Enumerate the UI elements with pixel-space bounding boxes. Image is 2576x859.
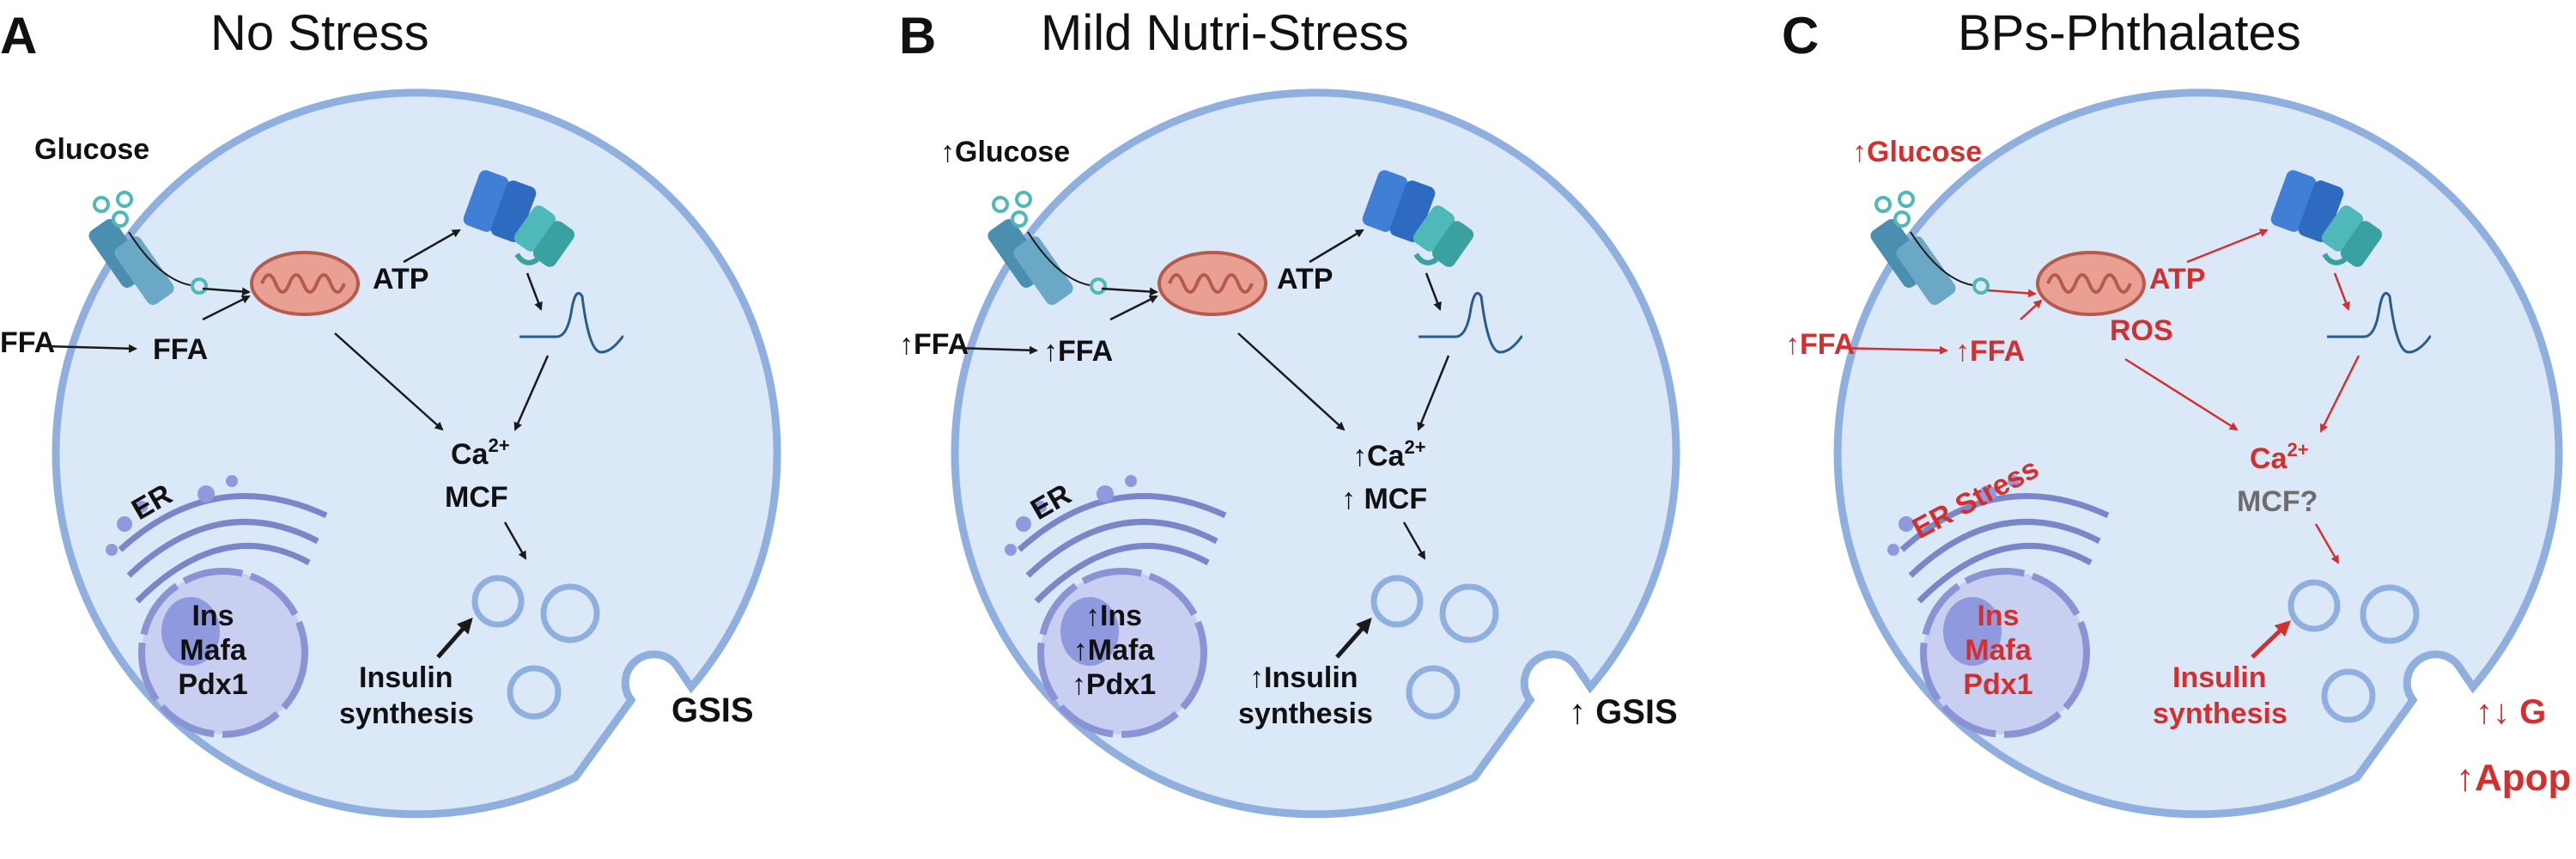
action-potential-trace	[1419, 291, 1523, 354]
er-nucleus-complex	[1887, 475, 2110, 738]
ion-channel-icon	[2270, 170, 2344, 242]
glucose-label: Glucose	[34, 133, 149, 166]
synthesis-label: synthesis	[2153, 698, 2287, 730]
ffa-outside-label: FFA	[0, 326, 55, 359]
panel-letter: A	[0, 7, 37, 64]
insulin-label: Insulin	[2172, 661, 2267, 694]
panel-b: B Mild Nutri-Stress ER ↑Ins ↑Mafa ↑Pdx1	[899, 5, 1680, 819]
gene-pdx1: Pdx1	[178, 668, 247, 701]
action-potential-trace	[2327, 291, 2432, 354]
er-nucleus-complex	[1005, 475, 1227, 738]
glucose-transporter-icon	[1870, 191, 1990, 305]
mcf-label: MCF?	[2237, 485, 2318, 518]
gene-ins: ↑Ins	[1085, 600, 1142, 632]
glucose-transporter-icon	[88, 191, 208, 305]
panel-letter: C	[1782, 7, 1819, 64]
ffa-inside-label: ↑FFA	[1955, 335, 2025, 368]
insulin-vesicles	[1370, 575, 1499, 720]
ffa-outside-label: ↑FFA	[899, 328, 969, 361]
gene-pdx1: Pdx1	[1963, 668, 2032, 701]
synthesis-label: synthesis	[339, 698, 474, 730]
panel-letter: B	[899, 7, 936, 64]
panel-title: Mild Nutri-Stress	[1041, 5, 1409, 61]
gsis-label: ↑↓ G	[2476, 693, 2546, 731]
glucose-transporter-icon	[987, 191, 1107, 305]
gene-mafa: Mafa	[179, 634, 247, 667]
nucleolus	[161, 597, 220, 666]
action-potential-trace	[519, 291, 624, 354]
panel-title: BPs-Phthalates	[1958, 5, 2301, 61]
ion-channel-icon	[1362, 170, 1436, 242]
ion-channel-icon	[463, 170, 537, 242]
gene-pdx1: ↑Pdx1	[1072, 668, 1156, 701]
mitochondrion-icon	[250, 251, 360, 316]
receptor-icon	[1413, 205, 1474, 267]
atp-label: ATP	[2149, 263, 2205, 295]
ffa-outside-label: ↑FFA	[1785, 328, 1855, 361]
gene-ins: Ins	[191, 600, 234, 632]
pathway-arrows	[44, 228, 550, 659]
nucleolus	[1060, 597, 1119, 666]
panel-c: C BPs-Phthalates ER Stress Ins Mafa Pdx1	[1782, 5, 2571, 819]
atp-label: ATP	[373, 263, 428, 295]
insulin-vesicles	[471, 575, 600, 720]
gene-ins: Ins	[1977, 600, 2019, 632]
panel-a: A No Stress ER Ins Mafa Pdx1	[0, 5, 781, 819]
calcium-label: ↑Ca2+	[1352, 436, 1426, 472]
ros-label: ROS	[2110, 314, 2173, 347]
calcium-label: Ca2+	[2250, 439, 2309, 475]
apoptosis-label: ↑Apop	[2456, 757, 2571, 799]
calcium-label: Ca2+	[451, 435, 510, 471]
mitochondrion-icon	[1157, 251, 1267, 316]
insulin-label: ↑Insulin	[1249, 661, 1358, 694]
ffa-inside-label: ↑FFA	[1043, 335, 1113, 368]
insulin-label: Insulin	[359, 661, 453, 694]
gsis-label: GSIS	[671, 691, 754, 729]
mitochondrion-icon	[2036, 251, 2146, 316]
receptor-icon	[513, 205, 575, 267]
panel-title: No Stress	[210, 5, 429, 61]
insulin-vesicles	[2287, 579, 2420, 723]
nucleolus	[1943, 597, 2002, 666]
ffa-inside-label: FFA	[153, 333, 208, 366]
pathway-arrows	[1837, 228, 2360, 659]
er-nucleus-complex	[106, 475, 328, 738]
receptor-icon	[2321, 205, 2383, 267]
gene-mafa: ↑Mafa	[1073, 634, 1156, 667]
glucose-label: ↑Glucose	[1852, 136, 1982, 168]
gene-mafa: Mafa	[1965, 634, 2032, 667]
pathway-arrows	[954, 228, 1450, 659]
mcf-label: MCF	[445, 481, 508, 514]
synthesis-label: synthesis	[1238, 698, 1373, 730]
mcf-label: ↑ MCF	[1341, 483, 1427, 515]
gsis-label: ↑ GSIS	[1569, 693, 1678, 731]
atp-label: ATP	[1277, 263, 1333, 295]
glucose-label: ↑Glucose	[940, 136, 1070, 168]
